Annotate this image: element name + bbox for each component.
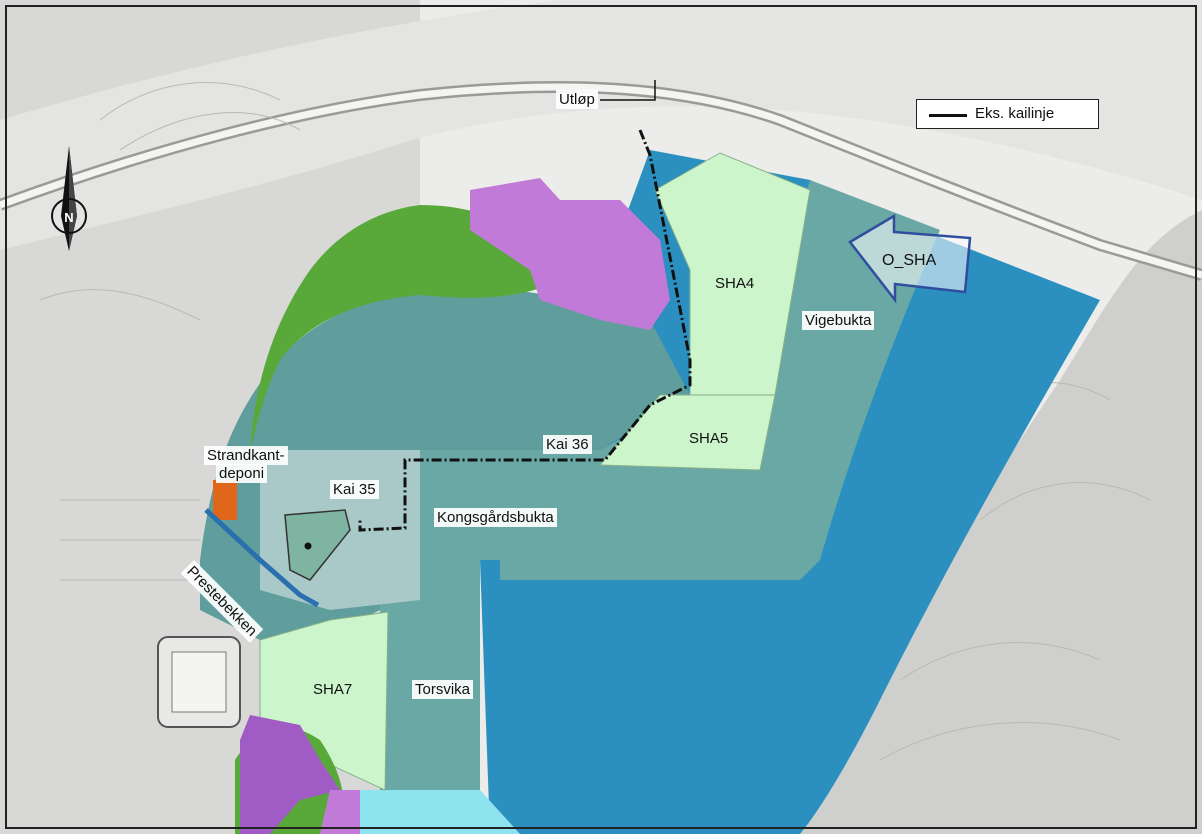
label-kai36: Kai 36 [543, 435, 592, 454]
urban-area-east [790, 210, 1202, 834]
map-frame [5, 5, 1197, 829]
utlop-leader-line [600, 80, 656, 101]
label-kongsgardsbukta: Kongsgårdsbukta [434, 508, 557, 527]
zone-strandkant-deponi [213, 480, 237, 520]
river-prestebekken [204, 508, 320, 608]
label-strandkant-line1: Strandkant- [204, 446, 288, 465]
existing-quay-line [358, 129, 692, 532]
highway-inner [0, 83, 1202, 279]
o-sha-label: O_SHA [882, 252, 937, 269]
dash-dot-line-icon [929, 114, 967, 117]
label-kai35: Kai 35 [330, 480, 379, 499]
zone-cyan [360, 790, 520, 834]
label-sha7: SHA7 [313, 681, 353, 698]
zone-green-north [250, 205, 560, 450]
zone-sha5 [598, 394, 776, 471]
legend-dots: • • [943, 111, 955, 121]
stadium-field [171, 651, 227, 713]
label-sha4: SHA4 [715, 275, 755, 292]
north-arrow-icon: N [51, 146, 87, 251]
label-strandkant-line2: deponi [216, 464, 268, 483]
label-torsvika: Torsvika [412, 680, 474, 699]
zone-purple-south [240, 715, 340, 834]
legend: • • Eks. kailinje [916, 99, 1099, 129]
north-arrow: N [44, 146, 94, 256]
o-sha-arrow [848, 213, 972, 304]
legend-label: Eks. kailinje [975, 105, 1055, 122]
north-letter: N [64, 210, 73, 225]
label-sha5: SHA5 [689, 430, 729, 447]
label-utlop: Utløp [556, 90, 598, 109]
zone-purple-north [470, 178, 670, 330]
label-vigebukta: Vigebukta [802, 311, 875, 330]
zone-purple-south-2 [320, 790, 360, 834]
marker-dot [304, 542, 312, 550]
marker-area [284, 509, 351, 581]
terrain-north [0, 0, 1202, 250]
zone-teal-kongsgardsbukta [380, 180, 940, 834]
